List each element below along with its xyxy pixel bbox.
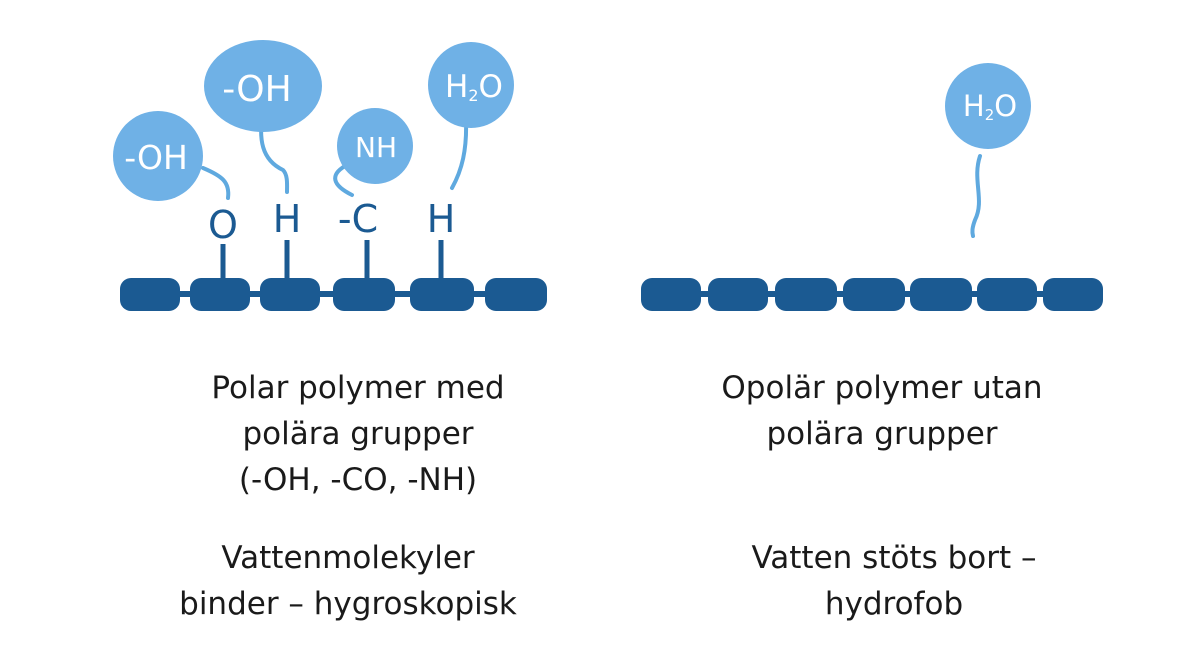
- bubble-label: NH: [355, 131, 397, 164]
- chain-segment: [910, 278, 972, 311]
- chain-segment: [260, 278, 320, 311]
- side-group-label: H: [427, 197, 456, 241]
- caption-line: polära grupper: [242, 416, 474, 452]
- bond-line: [333, 164, 354, 197]
- repelled-water-line: [970, 154, 982, 238]
- chain-segment: [485, 278, 547, 311]
- caption-line: binder – hygroskopisk: [179, 586, 517, 622]
- bubble: [337, 108, 413, 184]
- chain-segment: [641, 278, 701, 311]
- side-group-label: O: [208, 203, 238, 247]
- water-bubble-oh-2: -OH: [204, 40, 322, 132]
- chain-segment: [333, 278, 395, 311]
- side-group-sticks: [220, 240, 444, 280]
- bond-line: [450, 118, 469, 190]
- bubble-label: H2O: [963, 89, 1017, 124]
- caption-line: Vatten stöts bort –: [751, 540, 1037, 576]
- chain-segment: [708, 278, 768, 311]
- side-group-label: H: [273, 197, 302, 241]
- hydrogen-bond-lines: [201, 108, 469, 200]
- bubble-label: -OH: [222, 69, 291, 110]
- nonpolar-caption: Opolär polymer utan polära grupper: [682, 365, 1082, 457]
- bubble: [945, 63, 1031, 149]
- caption-line: polära grupper: [766, 416, 998, 452]
- caption-line: Vattenmolekyler: [221, 540, 475, 576]
- chain-segment: [775, 278, 837, 311]
- bubble: [428, 42, 514, 128]
- chain-segment: [843, 278, 905, 311]
- caption-line: hydrofob: [824, 586, 964, 622]
- chain-segment: [977, 278, 1037, 311]
- nonpolar-effect-caption: Vatten stöts bort – hydrofob: [694, 535, 1094, 627]
- chain-segment: [120, 278, 180, 311]
- water-bubble-h2o-left: H2O: [428, 42, 514, 128]
- bond-line: [201, 166, 231, 200]
- chain-segment: [1043, 278, 1103, 311]
- bubble-label: H2O: [445, 69, 503, 105]
- caption-line: Polar polymer med: [211, 370, 505, 406]
- water-bubble-nh: NH: [337, 108, 413, 184]
- side-group-labels: O H -C H: [208, 197, 455, 247]
- bond-line: [259, 108, 290, 194]
- chain-segment: [190, 278, 250, 311]
- chain-segment: [410, 278, 474, 311]
- polar-polymer-chain: [120, 278, 547, 311]
- nonpolar-polymer-chain: [641, 278, 1103, 311]
- water-bubble-oh-1: -OH: [113, 111, 203, 201]
- polar-caption: Polar polymer med polära grupper (-OH, -…: [158, 365, 558, 503]
- caption-line: Opolär polymer utan: [721, 370, 1043, 406]
- caption-line: (-OH, -CO, -NH): [238, 462, 478, 498]
- bubble: [204, 40, 322, 132]
- polar-effect-caption: Vattenmolekyler binder – hygroskopisk: [148, 535, 548, 627]
- bubble: [113, 111, 203, 201]
- water-bubble-h2o-right: H2O: [945, 63, 1031, 238]
- bubble-label: -OH: [124, 138, 188, 177]
- side-group-label: -C: [338, 197, 378, 241]
